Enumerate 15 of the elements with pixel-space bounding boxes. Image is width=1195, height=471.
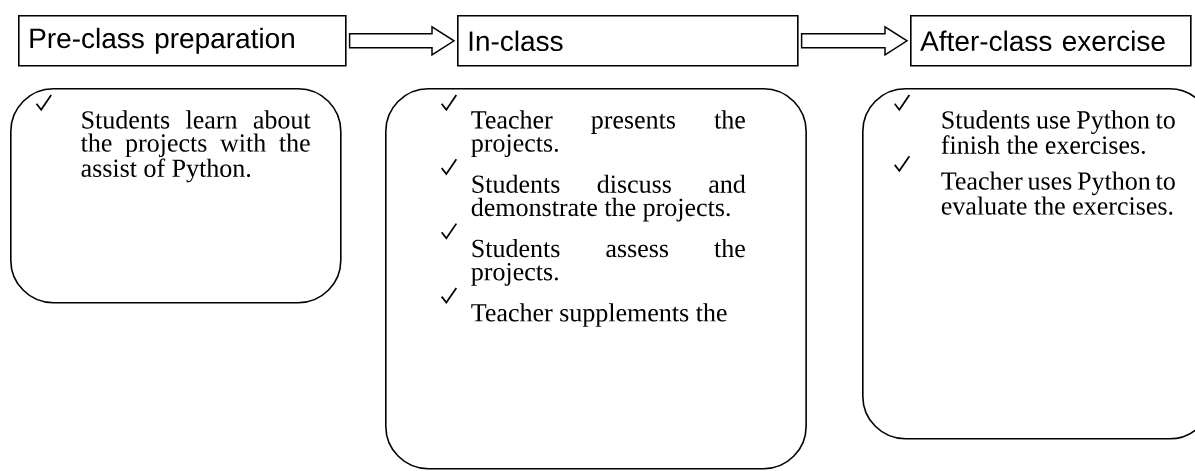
bullet-text: Students discuss and demonstrate the projects. — [471, 174, 746, 222]
rounded-box — [862, 88, 1195, 440]
bullet-text: Teacher uses Python to evaluate the exercises. — [941, 171, 1175, 215]
stage-box: Pre-class preparation — [18, 15, 347, 67]
bullet-text: Students use Python to finish the exercises. — [941, 110, 1175, 154]
bullet-text: Teacher presents the projects. — [471, 110, 745, 158]
bullet-text: Teacher supplements the — [471, 303, 727, 327]
block-arrow — [800, 25, 909, 57]
rounded-box — [10, 88, 342, 304]
bullet-text: Students assess the projects. — [471, 238, 745, 286]
stage-box: In-class — [457, 15, 799, 67]
rounded-box — [385, 88, 807, 470]
stage-box: After-class exercise — [910, 15, 1192, 67]
block-arrow — [348, 25, 456, 57]
bullet-text: Students learn about the projects with the assist of Python. — [80, 110, 311, 183]
